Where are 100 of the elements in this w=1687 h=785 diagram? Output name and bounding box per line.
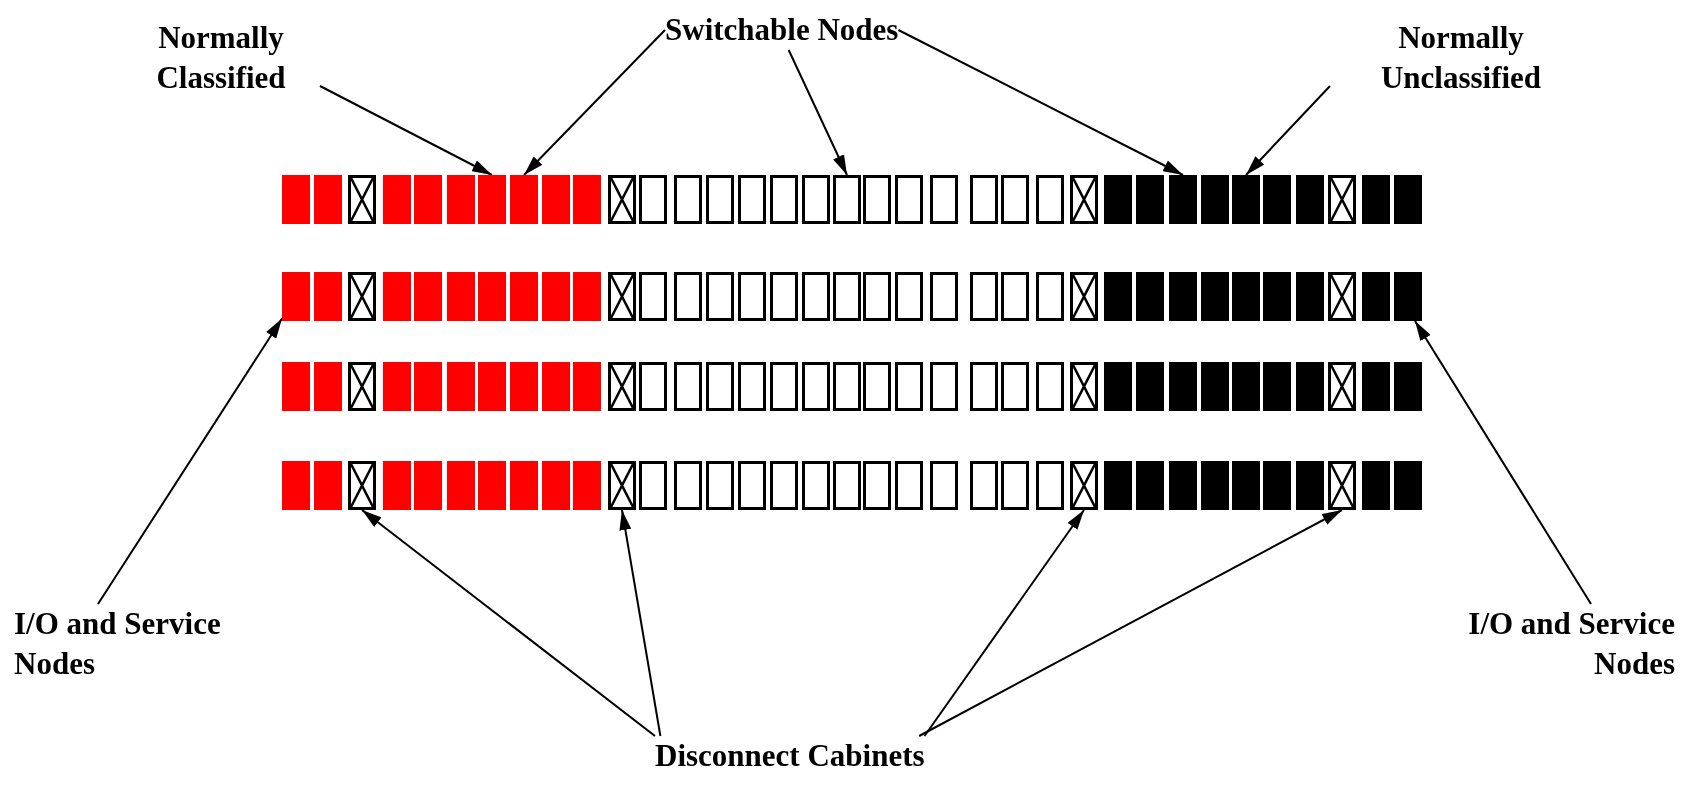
disconnect-cabinet xyxy=(1328,461,1356,510)
switchable-cabinet xyxy=(738,175,766,224)
switchable-cabinet xyxy=(1036,272,1064,321)
classified-cabinet xyxy=(314,272,342,321)
switchable-cabinet xyxy=(863,461,891,510)
switchable-cabinet xyxy=(639,272,667,321)
disconnect-cabinet xyxy=(1070,461,1098,510)
classified-cabinet xyxy=(542,175,570,224)
switchable-cabinet xyxy=(738,461,766,510)
switchable-cabinet xyxy=(802,362,830,411)
classified-cabinet xyxy=(542,362,570,411)
switchable-cabinet xyxy=(1001,175,1029,224)
switchable-cabinet xyxy=(1001,362,1029,411)
switchable-cabinet xyxy=(706,461,734,510)
switchable-cabinet xyxy=(833,175,861,224)
classified-cabinet xyxy=(282,461,310,510)
classified-cabinet xyxy=(282,175,310,224)
unclassified-cabinet xyxy=(1394,175,1422,224)
classified-cabinet xyxy=(478,362,506,411)
unclassified-cabinet xyxy=(1263,461,1291,510)
switchable-cabinet xyxy=(1036,362,1064,411)
disconnect-cabinet xyxy=(1328,362,1356,411)
switchable-cabinet xyxy=(674,362,702,411)
unclassified-cabinet xyxy=(1394,461,1422,510)
switchable-cabinet xyxy=(770,175,798,224)
switchable-cabinet xyxy=(639,175,667,224)
unclassified-cabinet xyxy=(1201,272,1229,321)
unclassified-cabinet xyxy=(1169,362,1197,411)
classified-cabinet xyxy=(510,272,538,321)
unclassified-cabinet xyxy=(1296,272,1324,321)
classified-cabinet xyxy=(314,461,342,510)
arrow xyxy=(97,317,283,605)
classified-cabinet xyxy=(447,175,475,224)
disconnect-cabinet xyxy=(348,461,376,510)
switchable-cabinet xyxy=(895,362,923,411)
callout-label: I/O and Service Nodes xyxy=(1395,604,1675,684)
arrow xyxy=(787,49,848,176)
unclassified-cabinet xyxy=(1169,272,1197,321)
classified-cabinet xyxy=(383,362,411,411)
classified-cabinet xyxy=(414,175,442,224)
disconnect-cabinet xyxy=(608,272,636,321)
switchable-cabinet xyxy=(863,175,891,224)
disconnect-cabinet xyxy=(1070,362,1098,411)
unclassified-cabinet xyxy=(1169,461,1197,510)
classified-cabinet xyxy=(573,175,601,224)
unclassified-cabinet xyxy=(1232,175,1260,224)
switchable-cabinet xyxy=(930,175,958,224)
arrow xyxy=(897,29,1184,176)
classified-cabinet xyxy=(573,461,601,510)
unclassified-cabinet xyxy=(1394,272,1422,321)
classified-cabinet xyxy=(510,362,538,411)
disconnect-cabinet xyxy=(1070,272,1098,321)
classified-cabinet xyxy=(510,461,538,510)
callout-label: Disconnect Cabinets xyxy=(655,736,925,776)
arrow xyxy=(1414,320,1592,605)
switchable-cabinet xyxy=(833,362,861,411)
unclassified-cabinet xyxy=(1296,362,1324,411)
classified-cabinet xyxy=(314,175,342,224)
unclassified-cabinet xyxy=(1104,362,1132,411)
callout-label: Normally Classified xyxy=(122,18,320,98)
switchable-cabinet xyxy=(738,362,766,411)
switchable-cabinet xyxy=(674,175,702,224)
unclassified-cabinet xyxy=(1104,461,1132,510)
switchable-cabinet xyxy=(930,461,958,510)
classified-cabinet xyxy=(414,272,442,321)
unclassified-cabinet xyxy=(1362,175,1390,224)
arrow xyxy=(361,509,656,737)
switchable-cabinet xyxy=(706,272,734,321)
classified-cabinet xyxy=(478,175,506,224)
arrow xyxy=(918,509,1343,737)
classified-cabinet xyxy=(414,461,442,510)
arrow xyxy=(319,85,493,176)
callout-label: Normally Unclassified xyxy=(1330,18,1592,98)
classified-cabinet xyxy=(383,175,411,224)
switchable-cabinet xyxy=(1036,175,1064,224)
switchable-cabinet xyxy=(863,362,891,411)
disconnect-cabinet xyxy=(608,362,636,411)
disconnect-cabinet xyxy=(1328,272,1356,321)
disconnect-cabinet xyxy=(1328,175,1356,224)
disconnect-cabinet xyxy=(348,362,376,411)
classified-cabinet xyxy=(314,362,342,411)
unclassified-cabinet xyxy=(1263,272,1291,321)
disconnect-cabinet xyxy=(348,175,376,224)
switchable-cabinet xyxy=(738,272,766,321)
switchable-cabinet xyxy=(863,272,891,321)
arrow xyxy=(523,29,666,176)
unclassified-cabinet xyxy=(1104,175,1132,224)
switchable-cabinet xyxy=(706,175,734,224)
switchable-cabinet xyxy=(970,362,998,411)
unclassified-cabinet xyxy=(1362,272,1390,321)
unclassified-cabinet xyxy=(1263,362,1291,411)
switchable-cabinet xyxy=(1001,461,1029,510)
switchable-cabinet xyxy=(1001,272,1029,321)
switchable-cabinet xyxy=(802,461,830,510)
unclassified-cabinet xyxy=(1201,461,1229,510)
unclassified-cabinet xyxy=(1136,272,1164,321)
unclassified-cabinet xyxy=(1362,362,1390,411)
classified-cabinet xyxy=(282,272,310,321)
callout-label: I/O and Service Nodes xyxy=(14,604,294,684)
unclassified-cabinet xyxy=(1296,175,1324,224)
